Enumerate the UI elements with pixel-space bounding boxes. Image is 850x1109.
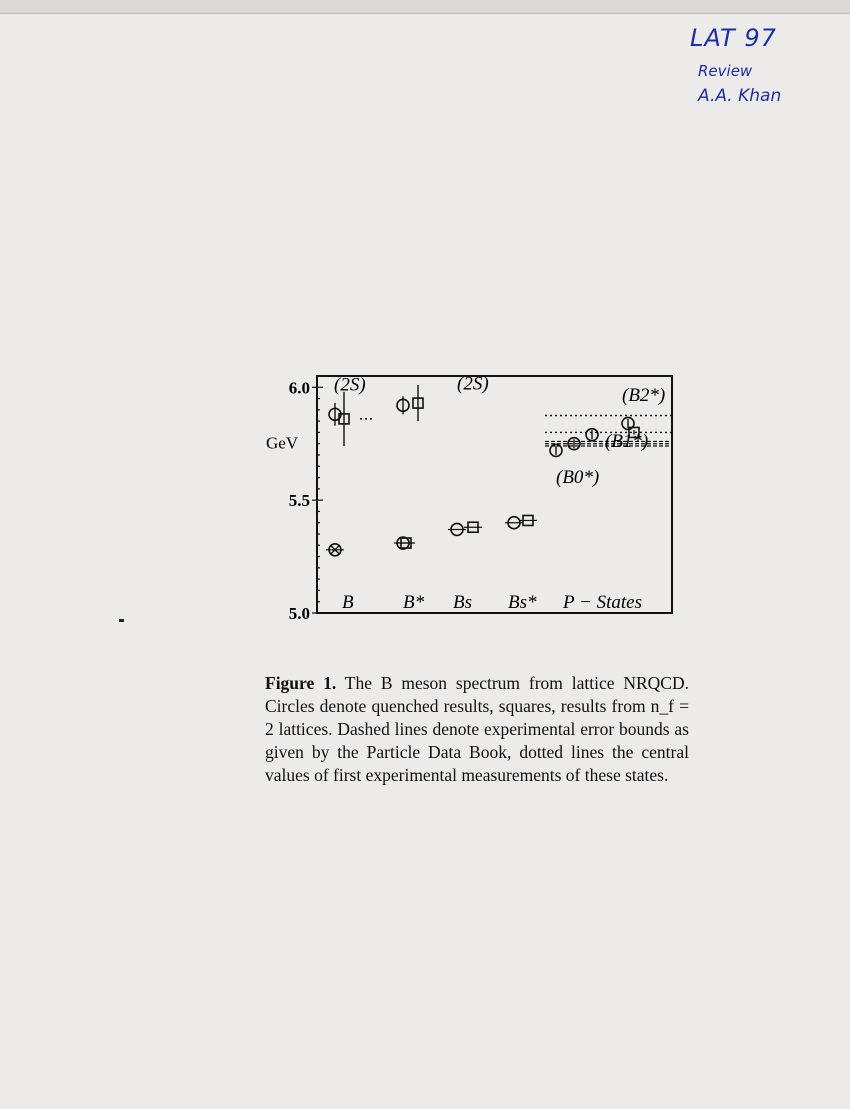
- nf2-point: [628, 426, 640, 439]
- plot-frame: [316, 375, 673, 614]
- quenched-point: [396, 398, 410, 413]
- quenched-point: [567, 436, 581, 451]
- nf2-point: [400, 537, 412, 549]
- quenched-point: [585, 427, 599, 442]
- nf2-point: [467, 521, 479, 534]
- y-tick-label: 6.0: [289, 378, 310, 397]
- chart-root: 6.0 5.5 5.0 GeV B B* Bs Bs* P − States (2S) (2S) (B…: [266, 374, 673, 623]
- caption-label: Figure 1.: [265, 673, 337, 693]
- chart-annotation: (B1*): [605, 431, 648, 452]
- nf2-point: [522, 514, 534, 527]
- category-label: Bs*: [508, 592, 537, 613]
- chart-annotation: (2S): [457, 374, 489, 395]
- quenched-point: [621, 416, 635, 431]
- quenched-point: [328, 543, 342, 557]
- category-label: B: [342, 592, 354, 613]
- quenched-point: [507, 515, 521, 530]
- page-top-line: [0, 13, 850, 14]
- nf2-point: [412, 397, 424, 409]
- y-axis-label: GeV: [266, 434, 299, 453]
- chart-annotation: (B2*): [622, 385, 665, 406]
- stray-mark: [119, 619, 124, 622]
- cross-mark: [330, 545, 340, 555]
- quenched-point: [549, 443, 563, 458]
- nf2-point: [338, 413, 350, 425]
- chart-annotation: (B0*): [556, 467, 599, 488]
- y-tick-label: 5.5: [289, 491, 310, 510]
- quenched-point: [450, 522, 464, 537]
- figure-caption: Figure 1. The B meson spectrum from latt…: [265, 672, 689, 787]
- handwritten-note: LAT 97 Review A.A. Khan: [690, 24, 781, 106]
- y-tick-label: 5.0: [289, 604, 310, 623]
- category-label: B*: [403, 592, 425, 613]
- note-line-2: Review: [698, 62, 753, 80]
- category-label: P − States: [562, 592, 642, 613]
- page-top-edge: [0, 0, 850, 14]
- note-line-3: A.A. Khan: [698, 86, 782, 106]
- caption-text: The B meson spectrum from lattice NRQCD.…: [265, 673, 689, 785]
- spectrum-chart: 6.0 5.5 5.0 GeV B B* Bs Bs* P − States (2S) (2S) (B…: [266, 374, 673, 623]
- category-label: Bs: [453, 592, 472, 613]
- note-line-1: LAT 97: [690, 24, 777, 52]
- chart-annotation: (2S): [334, 375, 366, 396]
